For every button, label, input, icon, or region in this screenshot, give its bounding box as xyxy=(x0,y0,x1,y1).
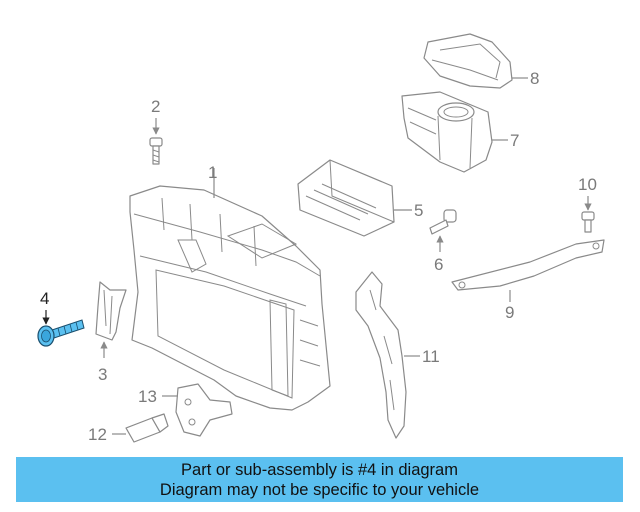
banner-line-2: Diagram may not be specific to your vehi… xyxy=(159,480,480,499)
callout-3: 3 xyxy=(98,365,107,384)
part-12-switch xyxy=(125,413,169,443)
banner-line-1: Part or sub-assembly is #4 in diagram xyxy=(181,460,458,479)
part-5-air-guide xyxy=(297,159,395,237)
parts-diagram: 8 7 2 5 6 10 9 xyxy=(37,33,605,444)
part-3-bracket xyxy=(95,281,127,341)
part-9-support-bar xyxy=(451,239,605,291)
callout-7: 7 xyxy=(510,131,519,150)
part-2-bolt xyxy=(149,137,163,165)
callout-6: 6 xyxy=(434,255,443,274)
callout-13: 13 xyxy=(138,387,157,406)
part-1-front-carrier xyxy=(129,185,331,411)
callout-12: 12 xyxy=(88,425,107,444)
part-10-clip xyxy=(581,211,595,233)
callout-5: 5 xyxy=(414,201,423,220)
part-13-lock-bracket xyxy=(175,383,233,437)
part-6-screw xyxy=(429,209,457,235)
callout-10: 10 xyxy=(578,175,597,194)
info-banner: Part or sub-assembly is #4 in diagram Di… xyxy=(16,457,623,502)
part-8-air-duct-cover xyxy=(423,33,513,89)
callout-11: 11 xyxy=(422,347,440,366)
part-4-bolt-highlighted[interactable] xyxy=(37,319,85,347)
callout-9: 9 xyxy=(505,303,514,322)
callout-8: 8 xyxy=(530,69,539,88)
part-7-air-intake-housing xyxy=(401,91,493,173)
callout-1: 1 xyxy=(208,163,217,182)
callout-4: 4 xyxy=(40,289,49,308)
callout-2: 2 xyxy=(151,97,160,116)
part-11-side-air-guide xyxy=(355,271,407,439)
